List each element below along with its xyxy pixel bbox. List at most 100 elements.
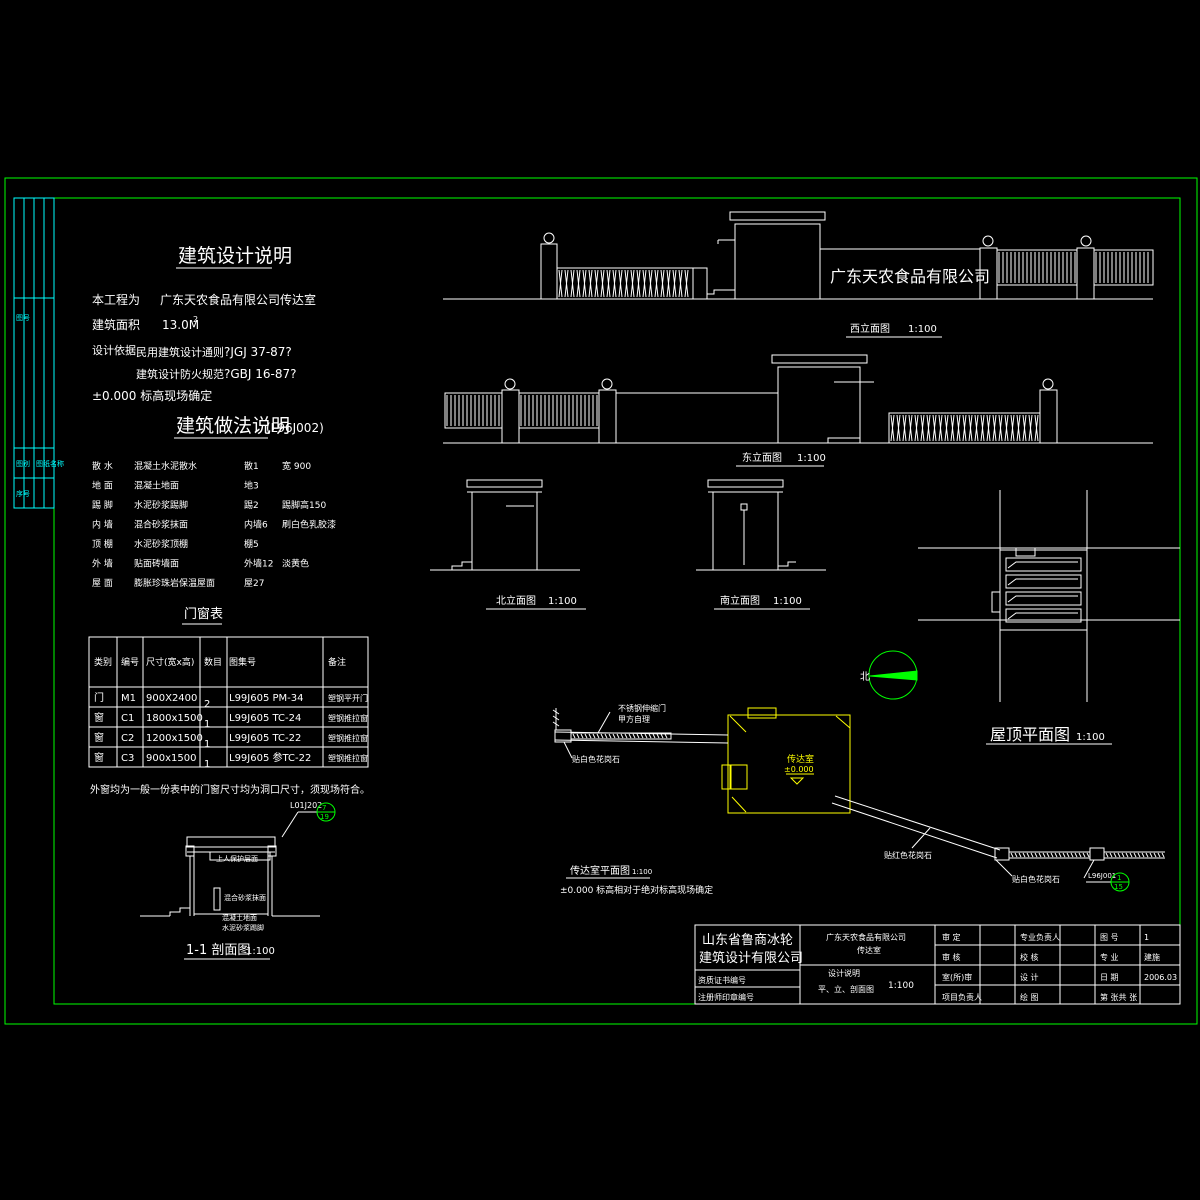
- table-header-cell: 尺寸(宽x高): [146, 656, 194, 668]
- project-name: 传达室: [857, 945, 881, 955]
- table-cell: 900x1500: [146, 753, 196, 764]
- gate-bar: [678, 269, 683, 298]
- table-cell: 1200x1500: [146, 733, 203, 744]
- strip-label-c: 图纸名称: [36, 459, 64, 468]
- table-cell: 塑钢平开门: [328, 693, 368, 703]
- west-elevation: 广东天农食品有限公司 西立面图 1:100: [443, 211, 1154, 338]
- table-header-cell: 数目: [204, 656, 222, 668]
- site-title: 传达室平面图: [570, 864, 630, 877]
- site-room: 传达室: [787, 753, 814, 765]
- method-row-name: 地 面: [92, 480, 113, 492]
- strip-label-d: 序号: [16, 489, 30, 498]
- table-header-cell: 编号: [121, 656, 139, 668]
- gate-bar: [576, 269, 581, 298]
- method-row-desc: 水泥砂浆顶棚: [134, 538, 188, 550]
- hatch-line: [1078, 852, 1082, 858]
- company-line-2: 建筑设计有限公司: [699, 950, 803, 966]
- east-scale: 1:100: [797, 453, 826, 464]
- north-scale: 1:100: [548, 596, 577, 607]
- method-row-name: 顶 棚: [92, 538, 113, 550]
- hatch-line: [652, 733, 656, 739]
- hatch-line: [612, 733, 616, 739]
- site-label-curb-3: 贴白色花岗石: [1012, 874, 1060, 884]
- outer-frame: [4, 177, 1198, 1025]
- site-plan: 传达室 ±0.000 不锈钢伸缩门 甲方自理 贴白色花岗石 贴红色花岗石 贴白色…: [552, 703, 1165, 896]
- method-row-code: 地3: [244, 480, 259, 492]
- site-callout-bottom: 15: [1114, 883, 1123, 891]
- gate-bar: [558, 269, 563, 298]
- gate-bar: [944, 414, 949, 442]
- table-header-cell: 图集号: [229, 656, 256, 668]
- table-cell: 窗: [94, 751, 104, 764]
- method-row-name: 外 墙: [92, 558, 113, 570]
- hatch-line: [640, 733, 644, 739]
- hatch-line: [588, 733, 592, 739]
- hatch-line: [572, 733, 576, 739]
- gate-bar: [1028, 414, 1033, 442]
- drawing-scale: 1:100: [888, 981, 914, 991]
- table-cell: 1: [204, 719, 210, 730]
- section-callout-top: 7: [322, 804, 326, 812]
- method-row-code: 屋27: [244, 578, 264, 589]
- gate-bar: [624, 269, 629, 298]
- site-label-gate: 不锈钢伸缩门: [618, 703, 666, 713]
- roof-plan: 屋顶平面图 1:100: [918, 490, 1180, 745]
- section-title: 1-1 剖面图: [186, 943, 250, 958]
- table-cell: 900X2400: [146, 693, 197, 704]
- title-block-cell: 第 张共 张: [1100, 992, 1137, 1002]
- title-block-cell: 图 号: [1100, 933, 1119, 942]
- gate-bar: [950, 414, 955, 442]
- title-block-cell: 项目负责人: [942, 992, 982, 1002]
- hatch-line: [580, 733, 584, 739]
- roof-slat: [1005, 608, 1082, 623]
- gate-bar: [938, 414, 943, 442]
- table-cell: 门: [94, 691, 104, 704]
- left-binding-strip: 图号 图别 图纸名称 序号: [13, 197, 64, 509]
- gate-bar: [564, 269, 569, 298]
- north-label: 北: [860, 671, 870, 683]
- gate-bar: [666, 269, 671, 298]
- hatch-line: [1062, 852, 1066, 858]
- gate-bar: [1034, 414, 1039, 442]
- title-block-cell: 校 核: [1020, 952, 1039, 962]
- south-scale: 1:100: [773, 596, 802, 607]
- roof-scale: 1:100: [1076, 732, 1105, 743]
- basis-2-code: ?GBJ 16-87?: [224, 367, 297, 381]
- hatch-line: [624, 733, 628, 739]
- west-scale: 1:100: [908, 324, 937, 335]
- title-block-cell: 设 计: [1020, 972, 1039, 982]
- design-notes-title: 建筑设计说明: [178, 245, 292, 267]
- section-scale: 1:100: [246, 946, 275, 957]
- gate-bar: [1016, 414, 1021, 442]
- gate-bar: [974, 414, 979, 442]
- drawing-name-1: 设计说明: [828, 968, 860, 978]
- table-cell: 窗: [94, 731, 104, 744]
- table-cell: L99J605 PM-34: [229, 693, 304, 704]
- site-label-gate-2: 甲方自理: [618, 714, 650, 724]
- hatch-line: [1018, 852, 1022, 858]
- hatch-line: [616, 733, 620, 739]
- site-scale: 1:100: [632, 868, 652, 876]
- gate-bar: [660, 269, 665, 298]
- hatch-line: [628, 733, 632, 739]
- title-block-cell: 专业负责人: [1020, 932, 1060, 942]
- method-row-extra: 踢脚高150: [282, 499, 326, 511]
- roof-slat-line: [1007, 578, 1078, 586]
- site-label-curb-2: 贴红色花岗石: [884, 850, 932, 860]
- table-cell: L99J605 参TC-22: [229, 751, 311, 764]
- hatch-line: [608, 733, 612, 739]
- method-notes-title: 建筑做法说明: [176, 415, 290, 437]
- design-notes: 建筑设计说明 本工程为 广东天农食品有限公司传达室 建筑面积 13.0M 2 设…: [92, 245, 316, 403]
- method-row-code: 内墙6: [244, 519, 268, 531]
- hatch-line: [660, 733, 664, 739]
- hatch-line: [620, 733, 624, 739]
- hatch-line: [1070, 852, 1074, 858]
- roof-slat-line: [1007, 595, 1078, 603]
- method-row-extra: 淡黄色: [282, 558, 309, 570]
- hatch-line: [632, 733, 636, 739]
- gate-bar: [998, 414, 1003, 442]
- site-elev: ±0.000: [784, 765, 814, 774]
- title-block: 山东省鲁商冰轮 建筑设计有限公司 资质证书编号 注册师印章编号 广东天农食品有限…: [694, 924, 1181, 1005]
- basis-1-name: 民用建筑设计通则: [136, 345, 224, 359]
